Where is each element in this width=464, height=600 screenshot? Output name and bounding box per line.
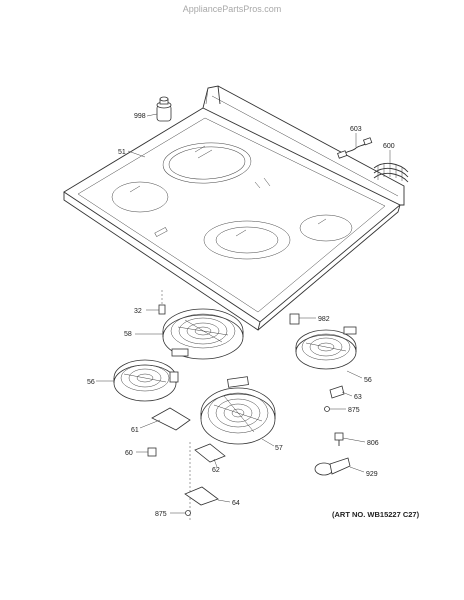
label-32: 32 — [134, 308, 142, 315]
part-32-bracket — [146, 290, 166, 315]
label-56-right: 56 — [364, 377, 372, 384]
label-929: 929 — [366, 471, 378, 478]
part-600-cable-bundle — [373, 150, 409, 183]
part-982-clip — [289, 313, 316, 325]
part-875-screw-b — [170, 510, 191, 516]
label-600: 600 — [383, 143, 395, 150]
label-982: 982 — [318, 316, 330, 323]
label-875-b: 875 — [155, 511, 167, 518]
watermark-text: AppliancePartsPros.com — [182, 4, 282, 14]
part-64-bracket — [184, 486, 231, 506]
label-63: 63 — [354, 394, 362, 401]
label-875-a: 875 — [348, 407, 360, 414]
cooktop-glass-assembly — [63, 85, 405, 331]
part-56-radiant-element-right — [295, 326, 363, 379]
label-60: 60 — [125, 450, 133, 457]
label-806: 806 — [367, 440, 379, 447]
part-57-radiant-element-dual — [200, 376, 276, 447]
label-62: 62 — [212, 467, 220, 474]
label-58: 58 — [124, 331, 132, 338]
part-62-bracket — [194, 443, 226, 468]
part-60-block — [136, 442, 191, 520]
part-58-radiant-element-large — [135, 308, 244, 360]
part-875-screw-a — [324, 406, 346, 412]
label-57: 57 — [275, 445, 283, 452]
part-56-radiant-element-left — [96, 359, 179, 402]
label-64: 64 — [232, 500, 240, 507]
art-number: (ART NO. WB15227 C27) — [332, 510, 420, 519]
part-63-clip — [329, 385, 353, 399]
label-56-left: 56 — [87, 379, 95, 386]
label-603: 603 — [350, 126, 362, 133]
part-603-wire-harness — [337, 133, 373, 159]
label-61: 61 — [131, 427, 139, 434]
label-998: 998 — [134, 113, 146, 120]
label-51: 51 — [118, 149, 126, 156]
part-61-bracket — [139, 407, 191, 431]
part-998-cleaner-bottle — [146, 96, 172, 122]
part-929-thermostat — [314, 457, 365, 476]
part-806-terminal — [334, 432, 366, 446]
